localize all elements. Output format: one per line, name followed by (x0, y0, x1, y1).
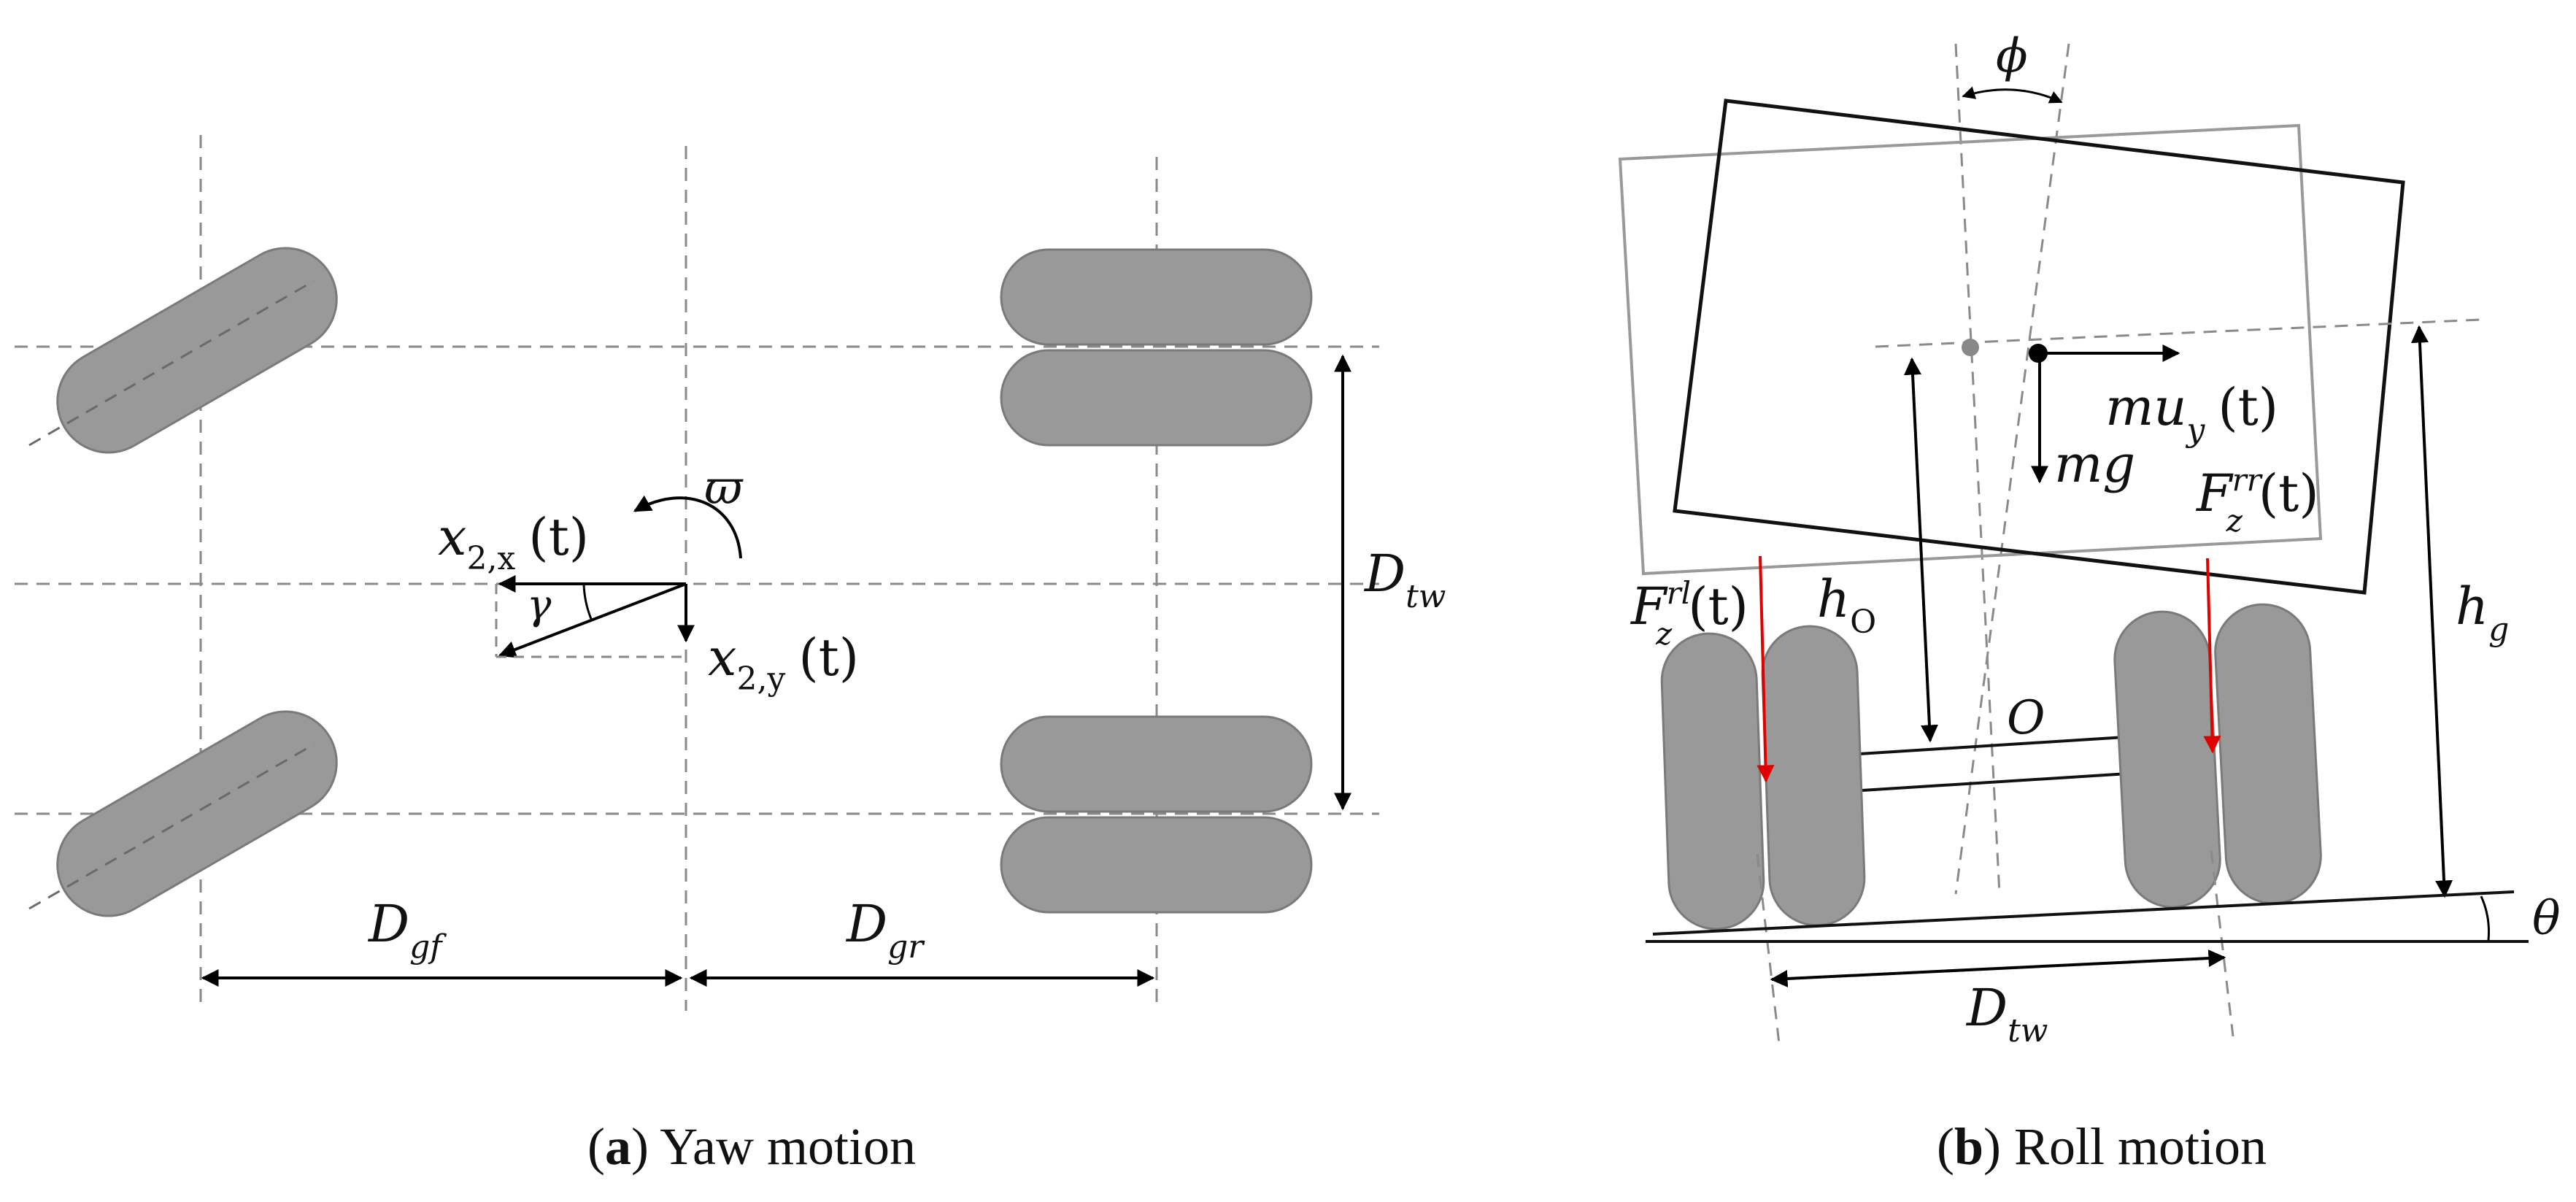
cg-height-reference (1875, 318, 2482, 348)
front-distance-label: Dgf (367, 894, 447, 966)
roll-reference-vertical (1954, 43, 2001, 895)
vehicle-body-unrolled (1618, 123, 2323, 576)
rear-distance-label: Dgr (845, 894, 925, 966)
gamma-angle-arc (582, 583, 593, 620)
rear-left-tire-inner (1000, 349, 1313, 447)
front-left-tire (28, 247, 338, 454)
yaw-rate-arrow (633, 495, 742, 559)
roll-tilted-axis (1954, 43, 2070, 895)
vehicle-body-rolled (1673, 99, 2405, 595)
panel-a-caption: (a) Yaw motion (587, 1117, 916, 1176)
panel-b-roll-motion: ϕ muy(t) mg hO hg O (1618, 29, 2561, 1176)
yaw-rate-label: ϖ (704, 461, 744, 515)
roll-center-height-label: hO (1817, 569, 1876, 641)
ground-inclined (1652, 890, 2515, 936)
left-tire-inner (1761, 625, 1866, 927)
left-wheel-center-line (1756, 853, 1781, 1044)
track-width-label-b: Dtw (1965, 978, 2048, 1049)
roll-center-height-dimension (1904, 357, 1938, 743)
x2y-label: x2,y(t) (708, 628, 859, 698)
roll-angle-arc (1962, 86, 2063, 104)
roll-center-label: O (2007, 691, 2045, 745)
cg-height-dimension (2410, 325, 2453, 898)
panel-a-yaw-motion: Dtw Dgf Dgr γ ϖ x2,x(t) x2,y(t) (a) Yaw … (15, 135, 1446, 1176)
roll-angle-label: ϕ (1996, 29, 2028, 83)
x2x-label: x2,x(t) (438, 507, 589, 577)
rear-right-tire-outer (1000, 816, 1313, 914)
right-vertical-load-arrow (2203, 558, 2221, 754)
right-tire-outer (2214, 603, 2322, 905)
axle-top (1859, 736, 2126, 755)
slope-angle-arc (2480, 895, 2490, 941)
left-tire-outer (1660, 632, 1765, 931)
cg-height-label: hg (2456, 577, 2509, 648)
right-tire-inner (2113, 610, 2221, 909)
gravity-label: mg (2054, 434, 2135, 494)
panel-b-caption: (b) Roll motion (1937, 1117, 2267, 1176)
cg-point-unrolled (1962, 339, 1979, 356)
slope-angle-label: θ (2532, 892, 2561, 946)
lateral-inertia-label: muy(t) (2105, 377, 2278, 449)
left-vertical-load-arrow (1756, 555, 1775, 783)
track-width-dimension-b (1770, 949, 2226, 987)
axle-bottom (1862, 772, 2129, 792)
front-right-tire (28, 710, 338, 917)
rear-left-tire-outer (1000, 248, 1313, 346)
right-wheel-center-line (2210, 850, 2234, 1037)
track-width-label: Dtw (1363, 544, 1446, 615)
resultant-velocity-arrow (498, 582, 687, 658)
gamma-label: γ (527, 582, 552, 629)
rear-right-tire-inner (1000, 715, 1313, 813)
